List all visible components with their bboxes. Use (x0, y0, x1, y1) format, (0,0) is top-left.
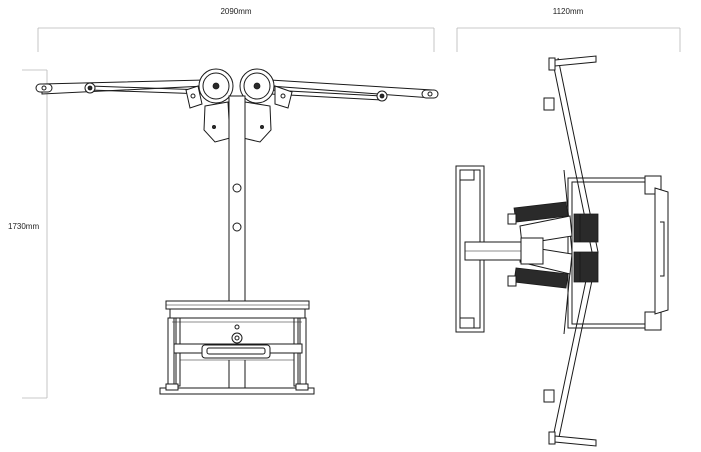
dimension-front-width: 2090mm (37, 7, 435, 52)
front-width-label: 2090mm (220, 7, 251, 16)
dimension-height: 1730mm (8, 69, 48, 399)
left-arm (35, 79, 206, 95)
side-width-label: 1120mm (553, 7, 584, 16)
front-base (159, 387, 315, 395)
pulley-left (198, 68, 234, 104)
height-label: 1730mm (8, 222, 39, 231)
center-column (228, 95, 246, 303)
dimension-side-width: 1120mm (456, 7, 681, 52)
right-arm (269, 79, 439, 102)
pulley-right (239, 68, 275, 104)
top-view (455, 55, 669, 447)
front-view (35, 68, 439, 395)
